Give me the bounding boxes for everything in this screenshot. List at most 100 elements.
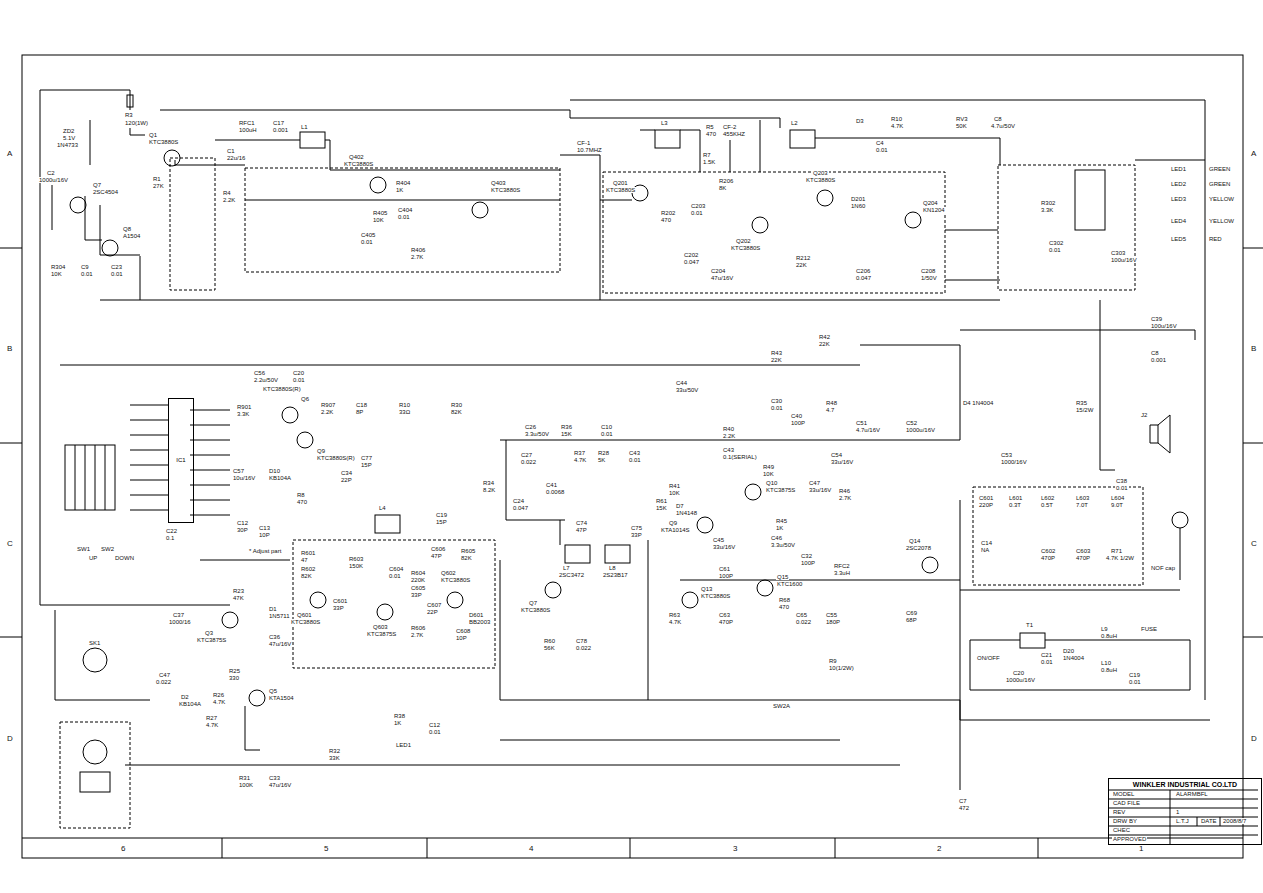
grid-ticks	[0, 248, 1263, 858]
component-label: Q601	[296, 612, 313, 618]
component-label: 0.001	[1150, 357, 1167, 363]
antenna-jack	[1172, 512, 1188, 528]
component-label: 0.01	[428, 729, 442, 735]
component-label: 33u/16V	[830, 459, 854, 465]
component-label: C8	[1150, 350, 1160, 356]
component-label: R603	[348, 556, 364, 562]
component-label: 455KHZ	[722, 131, 746, 137]
component-label: D4 1N4004	[962, 400, 994, 406]
component-label: 1K	[393, 720, 402, 726]
component-label: 0.8uH	[1100, 667, 1118, 673]
component-label: 0.01	[1040, 659, 1054, 665]
component-label: 10K	[762, 471, 775, 477]
component-label: 470P	[718, 619, 734, 625]
component-label: C605	[410, 585, 426, 591]
component-label: 4.7K	[205, 722, 219, 728]
component-label: 33P	[410, 592, 423, 598]
component-label: C601	[978, 495, 994, 501]
component-label: C2	[46, 170, 56, 176]
component-label: 2.2K	[222, 197, 236, 203]
component-label: D2	[180, 694, 190, 700]
component-label: 0.1	[165, 535, 175, 541]
component-label: SW1	[76, 546, 91, 552]
component-label: R26	[212, 692, 225, 698]
dashed-block	[293, 540, 495, 668]
component-label: R43	[770, 350, 783, 356]
grid-reference: D	[6, 735, 14, 743]
component-label: R901	[236, 404, 252, 410]
component-label: R606	[410, 625, 426, 631]
component-label: C77	[360, 455, 373, 461]
component-label: Q8	[122, 226, 132, 232]
component-label: R28	[597, 450, 610, 456]
component-label: L.T.J	[1175, 818, 1190, 824]
dashed-block	[603, 172, 945, 293]
component-label: 180P	[825, 619, 841, 625]
component-label: 1000u/16V	[905, 427, 936, 433]
dashed-block	[998, 165, 1135, 290]
component-label: 1000/16V	[1000, 459, 1028, 465]
component-label: R602	[300, 566, 316, 572]
component-label: R4	[222, 190, 232, 196]
component-label: 33u/16V	[808, 487, 832, 493]
connector-symbol	[80, 772, 110, 792]
component-label: KN1204	[922, 207, 946, 213]
component-label: Q10	[765, 480, 778, 486]
component-label: 0.01	[1115, 485, 1129, 491]
component-label: L601	[1008, 495, 1023, 501]
component-label: 1000u/16V	[1005, 677, 1036, 683]
component-label: R38	[393, 713, 406, 719]
component-label: 47u/16V	[268, 782, 292, 788]
component-label: 4.7	[825, 407, 835, 413]
component-label: C30	[770, 398, 783, 404]
component-label: YELLOW	[1208, 218, 1235, 224]
component-label: 0.01	[1128, 679, 1142, 685]
component-label: C33	[268, 775, 281, 781]
component-label: R202	[660, 210, 676, 216]
component-label: C43	[628, 450, 641, 456]
component-label: KTC3880S	[520, 607, 551, 613]
component-label: L1	[300, 124, 309, 130]
component-label: 47	[300, 557, 309, 563]
component-label: C404	[397, 207, 413, 213]
component-label: KTC3880S	[730, 245, 761, 251]
component-label: C606	[430, 546, 446, 552]
component-label: C23	[110, 264, 123, 270]
component-label: L602	[1040, 495, 1055, 501]
component-label: 22P	[340, 477, 353, 483]
component-label: C17	[272, 120, 285, 126]
component-label: 8K	[718, 185, 727, 191]
component-label: DATE	[1200, 818, 1218, 824]
component-label: C27	[520, 452, 533, 458]
component-label: C24	[512, 498, 525, 504]
component-label: KTC1600	[776, 581, 803, 587]
component-label: 472	[958, 805, 970, 811]
component-label: 1.5K	[702, 159, 716, 165]
component-label: Q15	[776, 574, 789, 580]
component-label: 1N60	[850, 203, 866, 209]
component-label: 120(1W)	[124, 120, 149, 126]
component-label: 4.7K	[573, 457, 587, 463]
component-label: 0.01	[628, 457, 642, 463]
component-label: R27	[205, 715, 218, 721]
component-label: KTC3880S	[490, 187, 521, 193]
component-label: 470P	[1075, 555, 1091, 561]
grid-reference: B	[6, 345, 13, 353]
component-label: Q1	[148, 132, 158, 138]
component-label: CF-2	[722, 124, 737, 130]
component-label: C63	[718, 612, 731, 618]
component-label: 9.0T	[1110, 502, 1124, 508]
component-label: SW2	[100, 546, 115, 552]
component-label: 22K	[818, 341, 831, 347]
component-label: 30P	[236, 527, 249, 533]
component-label: 0.01	[292, 377, 306, 383]
component-label: CHEC	[1112, 827, 1131, 833]
dashed-block	[245, 168, 560, 272]
component-label: C607	[426, 602, 442, 608]
component-label: KTC3880S(R)	[262, 386, 302, 392]
component-label: 47u/16V	[268, 641, 292, 647]
component-label: R10	[890, 116, 903, 122]
component-label: C608	[455, 628, 471, 634]
component-label: C53	[1000, 452, 1013, 458]
